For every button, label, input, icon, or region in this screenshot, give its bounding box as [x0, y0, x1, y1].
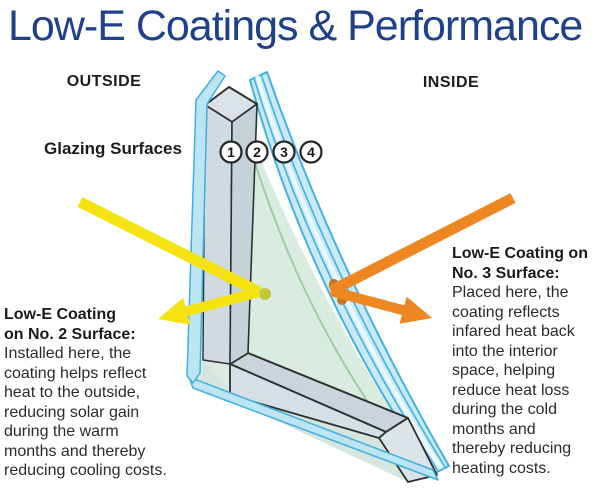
solar-heat-arrow-incoming: [77, 197, 262, 297]
surface2-note-body: Installed here, the coating helps reflec…: [4, 345, 167, 479]
surface-2-number: 2: [253, 144, 261, 160]
surface2-note: Low-E Coating on No. 2 Surface: Installe…: [4, 305, 204, 481]
infrared-heat-arrow: [328, 193, 516, 324]
surface3-note-heading: Low-E Coating on No. 3 Surface:: [452, 245, 588, 282]
surface3-note-body: Placed here, the coating reflects infare…: [452, 284, 575, 477]
surface-4-number: 4: [307, 144, 315, 160]
inside-label: INSIDE: [422, 74, 480, 91]
surface-1-badge: [219, 140, 243, 164]
inner-pane-surface4-line: [260, 73, 446, 468]
surface-3-badge: [272, 140, 296, 164]
surface-2-badge: [245, 140, 269, 164]
surface3-note: Low-E Coating on No. 3 Surface: Placed h…: [452, 244, 602, 478]
page-title: Low-E Coatings & Performance: [8, 2, 583, 50]
surface-3-number: 3: [280, 144, 288, 160]
outside-label: OUTSIDE: [66, 73, 142, 90]
surface2-note-heading: Low-E Coating on No. 2 Surface:: [4, 306, 136, 343]
solar-heat-arrow-reflected: [157, 287, 261, 325]
surface-4-badge: [299, 140, 323, 164]
surface-1-number: 1: [227, 144, 235, 160]
infrared-heat-arrow-incoming: [328, 193, 516, 296]
coating-spot-surface2: [259, 288, 271, 300]
solar-heat-arrow: [77, 197, 262, 325]
infrared-heat-arrow-reflected: [329, 286, 433, 324]
surface-number-badges: 1 2 3 4: [219, 140, 323, 164]
inner-pane-core-highlight: [255, 75, 443, 471]
pane-bottom-edge: [188, 376, 439, 481]
glazing-surfaces-label: Glazing Surfaces: [44, 139, 182, 158]
inner-pane: [249, 71, 450, 475]
